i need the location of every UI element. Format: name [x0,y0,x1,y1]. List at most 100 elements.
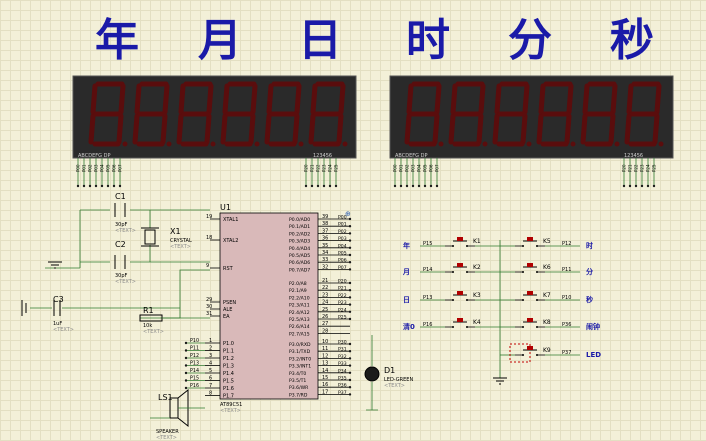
mcu-net-dot-P30 [348,342,352,346]
key-K8[interactable]: K8 [515,318,551,328]
mcu-pin-11-name: P3.1/TXD [289,349,311,355]
reset-section[interactable]: C3 1uF <TEXT> R1 10k <TEXT> [21,269,210,335]
display-left-seg-stub-dot-5 [106,184,110,188]
mcu-pin-1-name: P1.0 [223,341,234,347]
display-right-digit-2-seg-5 [450,83,458,115]
display-left-digit-4 [220,81,260,147]
display-right-digit-5-dp [614,141,620,147]
key-K3[interactable]: K3 [445,291,481,301]
d1-value: LED-GREEN [384,377,413,383]
key-K9-ref: K9 [543,347,551,354]
mcu-pin-19-num: 19 [206,214,212,220]
key-K1[interactable]: K1 [445,237,481,247]
led-d1[interactable]: D1 LED-GREEN <TEXT> [364,335,413,411]
mcu-pin-28-name: P2.7/A15 [289,331,310,337]
key-left-label-0: 年 [403,241,410,250]
title-char-year: 年 [95,15,139,66]
key-K9[interactable]: K9 [515,346,551,356]
display-right-seg-net-P03: P03 [411,164,416,172]
display-right-digit-5 [580,81,620,147]
key-K7[interactable]: K7 [515,291,551,301]
display-right-digit-1 [404,81,444,147]
mcu-pin-15-num: 15 [322,375,328,381]
display-right-digit-stub-dot-2 [634,184,638,188]
key-K6[interactable]: K6 [515,263,551,273]
mcu-ref: U1 [220,203,231,212]
keypad-ground-icon [493,377,507,385]
key-K4[interactable]: K4 [445,318,481,328]
display-right-seg-net-P06: P06 [429,164,434,172]
mcu-net-P02: P02 [338,229,347,235]
display-right-digit-6-seg-2 [652,113,660,145]
display-right-digit-3-seg-4 [492,113,500,145]
mcu-pin-6-num: 6 [209,376,212,382]
display-right-digit-2-dp [482,141,488,147]
key-K7-ref: K7 [543,292,551,299]
key-K5[interactable]: K5 [515,237,551,247]
display-right-digit-4-seg-4 [536,113,544,145]
c3-text: <TEXT> [53,327,74,333]
display-right-digit-3-dp [526,141,532,147]
mcu-pin-17-num: 17 [322,389,328,395]
mcu-pin-31-num: 31 [206,311,212,317]
display-left-seg-stub-dot-7 [118,184,122,188]
display-right-digit-3-seg-2 [520,113,528,145]
display-left-digit-net-P20: P20 [304,164,309,172]
mcu-net-dot-P31 [348,350,352,353]
mcu-pin-21-num: 21 [322,278,328,284]
key-K4-cap [457,318,463,322]
key-K1-ref: K1 [473,238,481,245]
display-left-digit-4-seg-1 [250,83,258,115]
c3-value: 1uF [53,321,62,327]
c2-text: <TEXT> [115,279,136,285]
display-right-digit-1-seg-5 [406,83,414,115]
display-left[interactable]: ABCDEFG DP 123456 [72,75,357,159]
display-left-digit-net-P23: P23 [322,164,327,172]
display-left-seg-stub-dot-0 [76,184,80,188]
key-right-label-4: LED [586,351,601,359]
led-d1-body [364,366,380,382]
mcu-pin-29-name: PSEN [223,300,236,306]
display-right-seg-net-P05: P05 [423,164,428,172]
display-right-seg-stub-dot-0 [393,184,397,188]
display-right-digit-stub-dot-3 [640,184,644,188]
display-right-seg-stub-dot-3 [411,184,415,188]
display-left-digit-3 [176,81,216,147]
mcu-pin-14-name: P3.4/T0 [289,371,306,377]
key-right-net-0: P12 [562,241,571,247]
display-right-digit-5-seg-5 [582,83,590,115]
key-K7-contact-r [536,299,538,301]
display-right[interactable]: ABCDEFG DP 123456 [389,75,674,159]
display-right-seg-stub-dot-1 [399,184,403,188]
display-left-digit-1-dp [122,141,128,147]
key-left-net-0: P15 [423,241,432,247]
display-left-digit-2 [132,81,172,147]
c1-ref: C1 [115,192,126,201]
display-right-digit-net-P22: P22 [634,164,639,172]
key-K2[interactable]: K2 [445,263,481,273]
display-right-digit-4-seg-1 [566,83,574,115]
key-K3-contact-r [466,299,468,301]
display-left-digit-5-seg-4 [264,113,272,145]
key-K8-ref: K8 [543,319,551,326]
p1-net-dot-P13 [184,364,188,367]
r1-value: 10k [143,323,152,329]
key-K9-contact-r [536,354,538,356]
oscillator-section[interactable]: C1 30pF <TEXT> C2 30pF <TEXT> X1 CRYSTAL… [45,192,210,285]
mcu-net-P03: P03 [338,236,347,242]
mcu-net-P33: P33 [338,361,347,367]
mcu-pin-33-num: 33 [322,257,328,263]
speaker-ls1[interactable]: LS1 SPEAKER <TEXT> [150,388,205,441]
mcu-pin-8-num: 8 [209,391,212,397]
display-left-digit-6-seg-4 [308,113,316,145]
mcu-net-dot-P04 [348,246,352,249]
display-left-seg-net-P07: P07 [118,164,123,172]
mcu-net-dot-P25 [348,317,352,321]
key-left-label-1: 月 [402,268,410,276]
mcu-net-P06: P06 [338,258,347,264]
